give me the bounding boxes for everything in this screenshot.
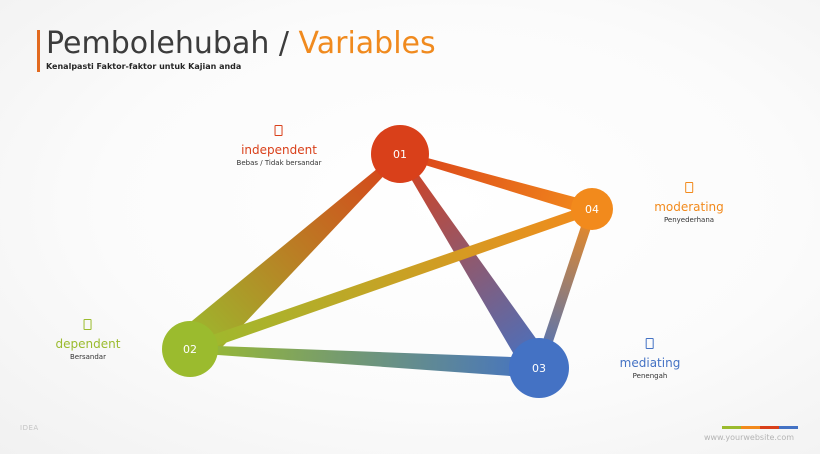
node-02-circle xyxy=(162,321,218,377)
title-accent-bar xyxy=(37,30,40,72)
connector-01-02 xyxy=(174,151,403,365)
square-outline-icon xyxy=(83,319,92,330)
connector-01-03 xyxy=(397,152,552,376)
connector-02-03 xyxy=(189,345,540,378)
logo: IDEA xyxy=(20,424,39,432)
node-04-circle xyxy=(571,188,613,230)
node-03-number: 03 xyxy=(532,362,546,375)
label-independent-desc: Bebas / Tidak bersandar xyxy=(236,159,322,167)
label-dependent: dependent Bersandar xyxy=(55,315,121,361)
connector-04-03 xyxy=(534,207,597,370)
title-main: Pembolehubah / xyxy=(46,26,299,61)
footer-bar-orange xyxy=(741,426,760,429)
label-moderating: moderating Penyederhana xyxy=(654,178,724,224)
label-independent-title: independent xyxy=(241,143,317,157)
label-dependent-title: dependent xyxy=(55,337,121,351)
node-04-number: 04 xyxy=(585,203,599,216)
node-02-number: 02 xyxy=(183,343,197,356)
connector-01-04 xyxy=(399,150,594,216)
page-title: Pembolehubah / Variables xyxy=(46,24,436,64)
label-independent: independent Bebas / Tidak bersandar xyxy=(236,121,322,167)
square-outline-icon xyxy=(685,182,693,193)
node-03-circle xyxy=(509,338,569,398)
label-moderating-title: moderating xyxy=(654,200,724,214)
label-mediating-desc: Penengah xyxy=(632,372,668,380)
footer-bar-blue xyxy=(779,426,798,429)
title-accent: Variables xyxy=(298,26,436,61)
node-02: 02 xyxy=(162,321,218,377)
label-moderating-desc: Penyederhana xyxy=(663,216,715,224)
footer-url: www.yourwebsite.com xyxy=(703,433,794,442)
label-mediating-title: mediating xyxy=(619,356,681,370)
node-01-circle xyxy=(371,125,429,183)
page-subtitle: Kenalpasti Faktor-faktor untuk Kajian an… xyxy=(46,62,242,71)
node-03: 03 xyxy=(509,338,569,398)
label-dependent-desc: Bersandar xyxy=(70,353,106,361)
node-04: 04 xyxy=(571,188,613,230)
connector-02-04 xyxy=(188,204,594,355)
node-01: 01 xyxy=(371,125,429,183)
footer-color-bars xyxy=(722,426,798,429)
square-outline-icon xyxy=(275,125,283,136)
connections xyxy=(174,150,597,378)
footer-bar-red xyxy=(760,426,779,429)
node-01-number: 01 xyxy=(393,148,407,161)
footer-bar-green xyxy=(722,426,741,429)
label-mediating: mediating Penengah xyxy=(619,334,681,380)
square-outline-icon xyxy=(645,338,654,349)
